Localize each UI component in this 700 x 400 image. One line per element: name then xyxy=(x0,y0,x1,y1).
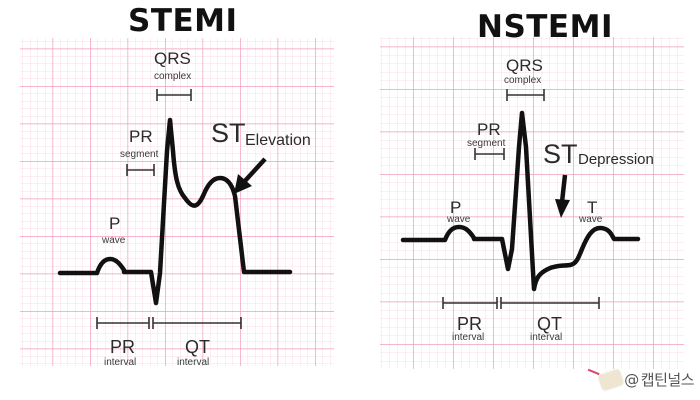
pr-segment-bracket xyxy=(474,148,505,160)
t-wave-label: T xyxy=(587,198,597,217)
ecg-trace xyxy=(57,117,293,306)
ecg-grid xyxy=(20,38,334,366)
qrs-sublabel: complex xyxy=(504,75,541,86)
stemi-ecg-diagram: QRS complex PR segment ST Elevation P wa… xyxy=(20,38,334,366)
qt-interval-sublabel: interval xyxy=(530,332,562,343)
down-left-arrow-icon xyxy=(234,157,267,194)
qt-interval-bracket xyxy=(152,317,242,329)
qrs-label: QRS xyxy=(154,49,191,68)
qrs-complex-bracket xyxy=(506,89,545,101)
pr-interval-bracket xyxy=(442,297,498,309)
watermark: @ 캡틴널스 xyxy=(598,368,695,391)
st-depression-label: Depression xyxy=(578,151,654,168)
pr-segment-sublabel: segment xyxy=(120,149,159,160)
stemi-title: STEMI xyxy=(128,3,238,39)
pr-interval-sublabel: interval xyxy=(104,357,136,366)
st-elevation-label: Elevation xyxy=(245,132,311,149)
p-wave-sublabel: wave xyxy=(446,214,471,225)
ecg-grid xyxy=(380,37,684,369)
qrs-complex-bracket xyxy=(156,89,192,101)
p-wave-label: P xyxy=(450,198,461,217)
p-wave-label: P xyxy=(109,214,120,233)
qt-interval-label: QT xyxy=(537,314,562,334)
pr-interval-label: PR xyxy=(457,314,482,334)
t-wave-sublabel: wave xyxy=(578,214,603,225)
down-arrow-icon xyxy=(555,174,570,218)
qrs-label: QRS xyxy=(506,56,543,75)
stemi-ecg-panel: QRS complex PR segment ST Elevation P wa… xyxy=(20,38,334,366)
qt-interval-sublabel: interval xyxy=(177,357,209,366)
pr-interval-sublabel: interval xyxy=(452,332,484,343)
qt-interval-bracket xyxy=(500,297,600,309)
pr-segment-label: PR xyxy=(129,127,153,146)
nstemi-ecg-panel: QRS complex PR segment ST Depression P w… xyxy=(380,37,684,369)
st-label: ST xyxy=(543,139,578,169)
tag-icon xyxy=(598,368,625,391)
watermark-text: 캡틴널스 xyxy=(640,371,695,389)
qt-interval-label: QT xyxy=(185,337,210,357)
pr-segment-sublabel: segment xyxy=(467,138,506,149)
ecg-trace xyxy=(400,110,641,292)
nstemi-ecg-diagram: QRS complex PR segment ST Depression P w… xyxy=(380,37,684,369)
pr-interval-label: PR xyxy=(110,337,135,357)
st-label: ST xyxy=(211,118,246,148)
qrs-sublabel: complex xyxy=(154,71,191,82)
p-wave-sublabel: wave xyxy=(101,235,126,246)
watermark-prefix: @ xyxy=(624,370,639,389)
pr-segment-bracket xyxy=(126,164,155,176)
pr-interval-bracket xyxy=(96,317,150,329)
pr-segment-label: PR xyxy=(477,120,501,139)
